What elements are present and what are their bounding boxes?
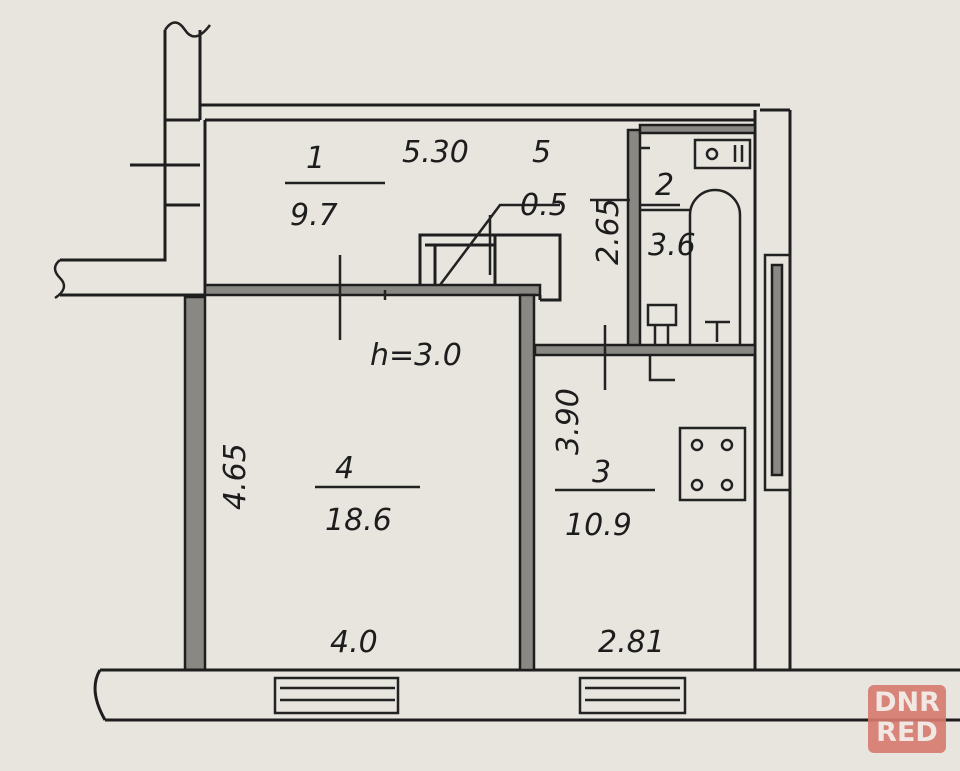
interior-walls	[203, 123, 757, 672]
window-left	[273, 676, 400, 715]
watermark-line1: DNR	[874, 687, 940, 718]
room-2-area: 3.6	[648, 228, 696, 263]
room-4-length: 4.65	[218, 443, 253, 510]
bathroom-fixtures	[640, 138, 752, 382]
ceiling-height: h=3.0	[370, 338, 462, 373]
kitchen-length: 3.90	[551, 388, 586, 455]
room-3-area: 10.9	[565, 508, 632, 543]
room-2-number: 2	[655, 168, 674, 203]
bathroom-length: 2.65	[591, 198, 626, 265]
room-4-width: 4.0	[330, 625, 378, 660]
kitchen-width: 2.81	[598, 625, 665, 660]
room-1-area: 9.7	[290, 198, 338, 233]
room-4-area: 18.6	[325, 503, 392, 538]
closet	[418, 203, 562, 302]
closet-area: 0.5	[520, 188, 568, 223]
watermark-line2: RED	[876, 717, 938, 748]
area-lines	[285, 181, 655, 492]
room-1-number: 1	[306, 141, 325, 176]
room-4-number: 4	[335, 451, 354, 486]
corridor-label-5: 5	[532, 135, 551, 170]
dimension-ticks	[338, 198, 680, 390]
corridor-length: 5.30	[402, 135, 469, 170]
window-right	[578, 676, 687, 715]
watermark-logo: DNR RED	[868, 685, 946, 753]
wall-stub-top-left	[53, 21, 211, 300]
stove-icon	[678, 426, 747, 502]
ventilation-duct	[763, 253, 792, 492]
room-3-number: 3	[592, 455, 611, 490]
